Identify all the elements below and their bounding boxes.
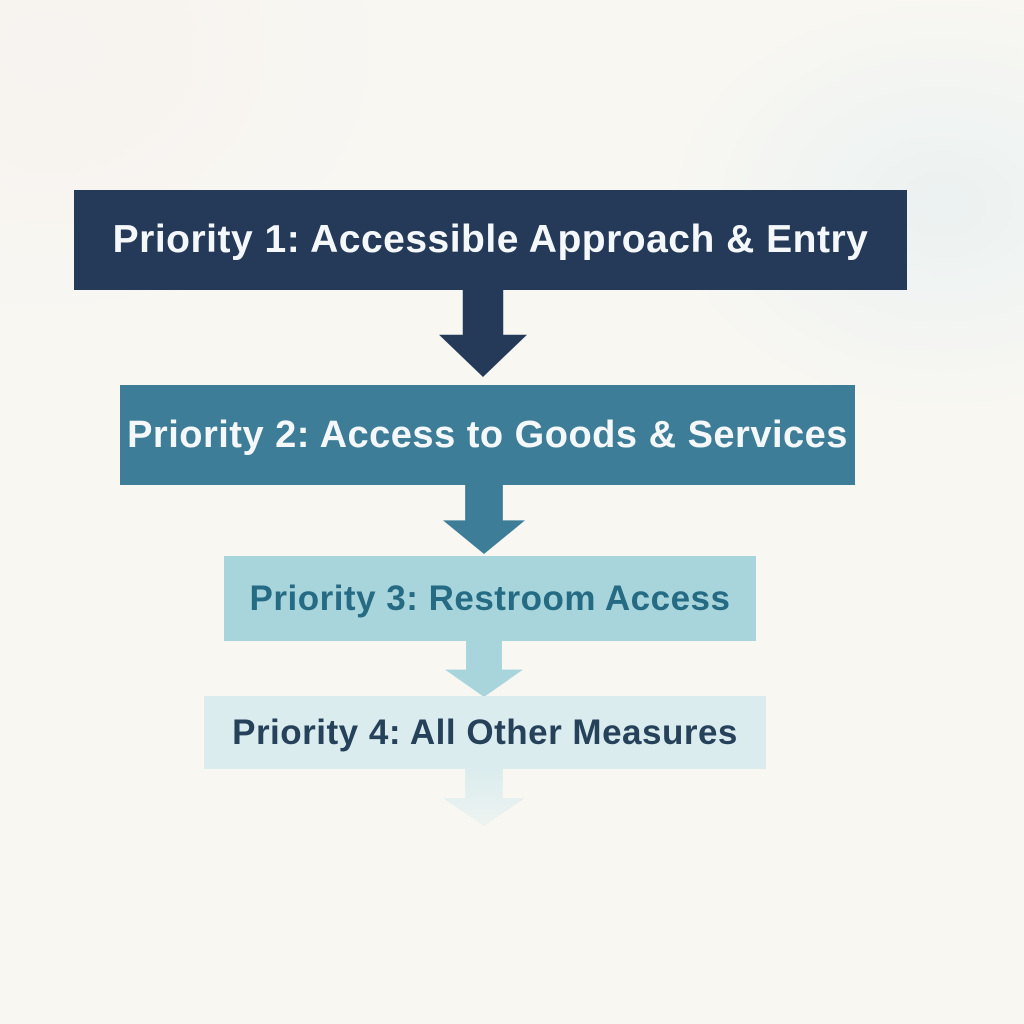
down-arrow-icon xyxy=(445,640,523,697)
priority-2-label: Priority 2: Access to Goods & Services xyxy=(127,413,848,456)
down-arrow-icon xyxy=(443,484,525,554)
down-arrow-icon xyxy=(443,768,525,826)
priority-3-label: Priority 3: Restroom Access xyxy=(249,578,731,618)
down-arrow-icon xyxy=(439,289,527,377)
priority-4-label: Priority 4: All Other Measures xyxy=(232,712,738,752)
priority-2-bar: Priority 2: Access to Goods & Services xyxy=(120,385,855,485)
priority-4-bar: Priority 4: All Other Measures xyxy=(204,696,766,769)
priority-1-bar: Priority 1: Accessible Approach & Entry xyxy=(74,190,907,290)
priority-3-bar: Priority 3: Restroom Access xyxy=(224,556,756,641)
priority-1-label: Priority 1: Accessible Approach & Entry xyxy=(112,218,869,261)
